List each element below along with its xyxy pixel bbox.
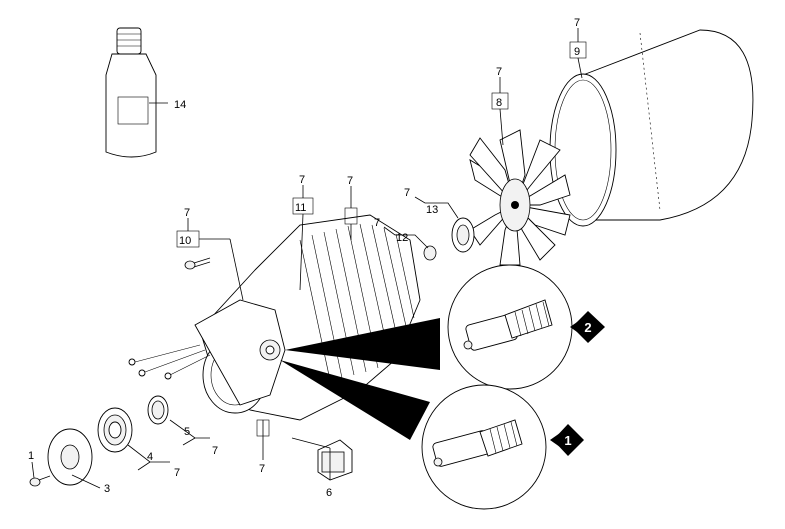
callout-7-bottom: 7: [259, 463, 265, 475]
bearing-13: [451, 217, 475, 253]
oil-bottle: [105, 27, 157, 158]
screw-10: [184, 257, 211, 270]
variant-2-label: 2: [584, 320, 591, 335]
callout-7-fan-cover: 7: [574, 17, 580, 29]
callout-8: 8: [496, 97, 502, 109]
callout-6: 6: [326, 487, 332, 499]
variant-marker-1: [550, 424, 584, 456]
callout-7-bearing-4: 7: [174, 467, 180, 479]
callout-13: 13: [426, 204, 438, 216]
variant-1-label: 1: [564, 433, 571, 448]
zoom-beam-2: [285, 318, 440, 370]
disc-3: [47, 428, 93, 486]
callout-7-fan: 7: [496, 66, 502, 78]
callout-7-bearing: 7: [404, 187, 410, 199]
block-6: [317, 439, 353, 481]
callout-7-nut: 7: [374, 217, 380, 229]
callout-1: 1: [28, 450, 34, 462]
callout-7-housing: 7: [347, 175, 353, 187]
zoom-circle-2: [447, 264, 573, 390]
callout-7-seal: 7: [212, 445, 218, 457]
variant-marker-2: [570, 311, 605, 343]
zoom-circle-1: [421, 384, 547, 510]
zoom-beam-1: [280, 360, 430, 440]
callout-12: 12: [396, 232, 408, 244]
nut-12: [423, 245, 437, 261]
seal-5: [147, 395, 169, 425]
bearing-4: [97, 407, 133, 453]
callout-11: 11: [295, 202, 306, 214]
callout-4: 4: [147, 451, 153, 463]
callout-9: 9: [574, 46, 580, 58]
callout-14: 14: [174, 99, 186, 111]
callout-5: 5: [184, 426, 190, 438]
screw-1: [29, 475, 51, 487]
callout-7-rotor: 7: [299, 174, 305, 186]
callout-7-screw: 7: [184, 207, 190, 219]
callout-10: 10: [179, 235, 191, 247]
fan-cover: [549, 29, 754, 227]
callout-3: 3: [104, 483, 110, 495]
leader-lines: [31, 28, 587, 489]
fan: [469, 129, 571, 266]
